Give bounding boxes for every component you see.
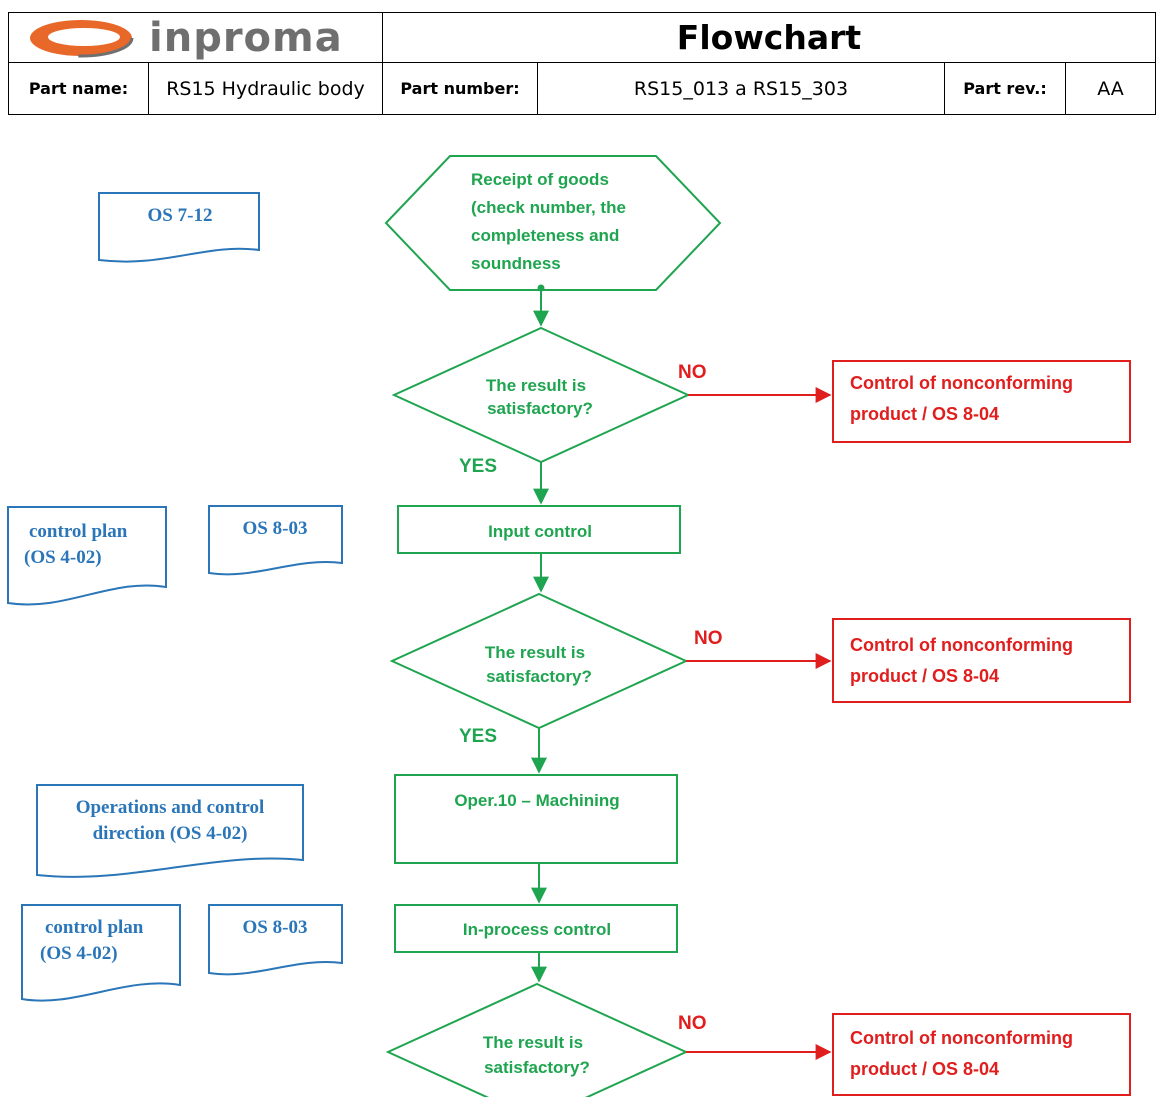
nonconforming-box-1: Control of nonconforming product / OS 8-… bbox=[832, 360, 1131, 443]
no-label-2: NO bbox=[694, 628, 723, 649]
machining-label: Oper.10 – Machining bbox=[454, 791, 619, 810]
decision-1: The result is satisfactory? bbox=[391, 326, 691, 464]
control-plan-2-line-2: (OS 4-02) bbox=[40, 943, 118, 964]
receipt-line-2: (check number, the bbox=[471, 198, 626, 217]
no-label-3: NO bbox=[678, 1013, 707, 1034]
document-operations-direction: Operations and control direction (OS 4-0… bbox=[36, 784, 304, 878]
control-plan-2-line-1: control plan bbox=[45, 917, 144, 938]
nonconforming2-line-2: product / OS 8-04 bbox=[850, 666, 999, 686]
nonconforming2-line-1: Control of nonconforming bbox=[850, 635, 1073, 655]
decision2-line-2: satisfactory? bbox=[486, 667, 592, 686]
decision3-line-2: satisfactory? bbox=[484, 1058, 590, 1077]
os-8-03-1-label: OS 8-03 bbox=[243, 518, 308, 539]
receipt-line-3: completeness and bbox=[471, 226, 619, 245]
yes-label-1: YES bbox=[459, 456, 497, 477]
decision3-line-1: The result is bbox=[483, 1033, 583, 1052]
control-plan-1-line-2: (OS 4-02) bbox=[24, 547, 102, 568]
decision1-line-1: The result is bbox=[486, 376, 586, 395]
nonconforming3-line-2: product / OS 8-04 bbox=[850, 1059, 999, 1079]
decision1-line-2: satisfactory? bbox=[487, 399, 593, 418]
in-process-control-step: In-process control bbox=[394, 904, 678, 953]
document-title: Flowchart bbox=[382, 12, 1156, 63]
logo-text: inproma bbox=[149, 14, 343, 61]
connector-dot bbox=[537, 284, 545, 292]
decision-2: The result is satisfactory? bbox=[389, 592, 689, 730]
input-control-label: Input control bbox=[488, 522, 592, 541]
part-number-label: Part number: bbox=[382, 62, 538, 115]
receipt-line-1: Receipt of goods bbox=[471, 170, 609, 189]
document-os-7-12: OS 7-12 bbox=[98, 192, 260, 263]
logo: inproma bbox=[8, 12, 383, 63]
nonconforming1-line-2: product / OS 8-04 bbox=[850, 404, 999, 424]
operations-direction-line-2: direction (OS 4-02) bbox=[93, 823, 248, 844]
machining-step: Oper.10 – Machining bbox=[394, 774, 678, 864]
document-control-plan-2: control plan (OS 4-02) bbox=[21, 904, 181, 1002]
nonconforming-box-2: Control of nonconforming product / OS 8-… bbox=[832, 618, 1131, 703]
nonconforming-box-3: Control of nonconforming product / OS 8-… bbox=[832, 1013, 1131, 1096]
part-name-value: RS15 Hydraulic body bbox=[148, 62, 383, 115]
input-control-step: Input control bbox=[397, 505, 681, 554]
receipt-of-goods-step: Receipt of goods (check number, the comp… bbox=[384, 155, 722, 291]
document-os-8-03-1: OS 8-03 bbox=[208, 505, 343, 576]
document-control-plan-1: control plan (OS 4-02) bbox=[7, 506, 167, 606]
receipt-line-4: soundness bbox=[471, 254, 561, 273]
document-os-8-03-2: OS 8-03 bbox=[208, 904, 343, 976]
no-label-1: NO bbox=[678, 362, 707, 383]
header-table: inproma Flowchart Part name: RS15 Hydrau… bbox=[8, 12, 1156, 115]
inproma-ring-icon bbox=[28, 18, 134, 57]
control-plan-1-line-1: control plan bbox=[29, 521, 128, 542]
decision2-line-1: The result is bbox=[485, 643, 585, 662]
part-name-label: Part name: bbox=[8, 62, 149, 115]
yes-label-2: YES bbox=[459, 726, 497, 747]
operations-direction-line-1: Operations and control bbox=[76, 797, 265, 818]
part-number-value: RS15_013 a RS15_303 bbox=[537, 62, 945, 115]
in-process-label: In-process control bbox=[463, 920, 611, 939]
os-7-12-label: OS 7-12 bbox=[148, 205, 213, 226]
nonconforming3-line-1: Control of nonconforming bbox=[850, 1028, 1073, 1048]
decision-3: The result is satisfactory? bbox=[385, 982, 689, 1097]
part-rev-label: Part rev.: bbox=[944, 62, 1066, 115]
os-8-03-2-label: OS 8-03 bbox=[243, 917, 308, 938]
nonconforming1-line-1: Control of nonconforming bbox=[850, 373, 1073, 393]
part-rev-value: AA bbox=[1065, 62, 1156, 115]
